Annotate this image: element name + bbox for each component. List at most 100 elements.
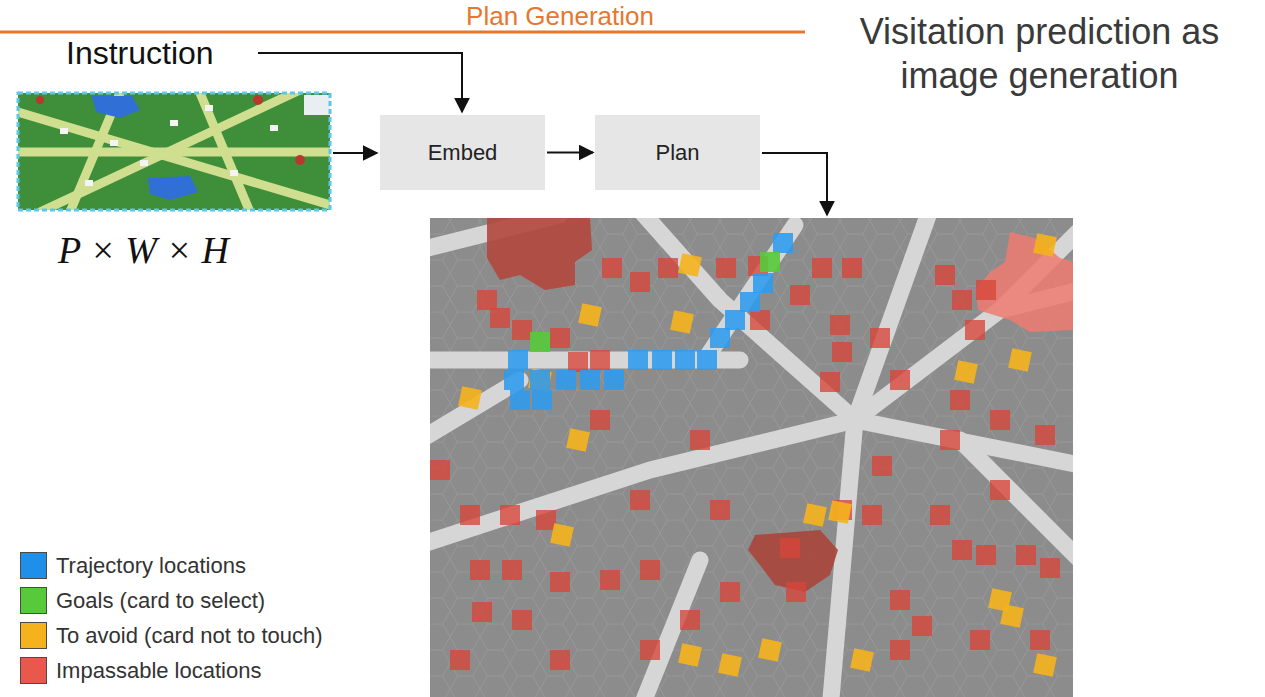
avoid-card bbox=[678, 643, 702, 667]
legend-label: Trajectory locations bbox=[56, 552, 246, 579]
impassable-tile bbox=[720, 582, 740, 602]
impassable-tile bbox=[470, 560, 490, 580]
map-arrow bbox=[333, 152, 377, 154]
impassable-tile bbox=[832, 342, 852, 362]
input-label: Instruction bbox=[66, 34, 214, 72]
impassable-tile bbox=[750, 310, 770, 330]
impassable-tile bbox=[550, 650, 570, 670]
impassable-tile bbox=[536, 510, 556, 530]
legend-label: Impassable locations bbox=[56, 657, 261, 684]
impassable-tile bbox=[790, 285, 810, 305]
trajectory-cell bbox=[604, 370, 624, 390]
impassable-tile bbox=[930, 505, 950, 525]
trajectory-cell bbox=[556, 370, 576, 390]
trajectory-cell bbox=[510, 390, 530, 410]
avoid-card bbox=[803, 503, 827, 527]
avoid-card bbox=[1033, 653, 1057, 677]
impassable-tile bbox=[820, 372, 840, 392]
avoid-card bbox=[458, 233, 1057, 677]
trajectory-cell bbox=[504, 370, 524, 390]
trajectory-cell bbox=[504, 233, 793, 410]
impassable-tile bbox=[472, 602, 492, 622]
avoid-card bbox=[758, 638, 782, 662]
impassable-tile bbox=[512, 610, 532, 630]
impassable-tile bbox=[1040, 558, 1060, 578]
impassable-tile bbox=[490, 308, 510, 328]
legend-swatch bbox=[20, 587, 47, 614]
process-box: Plan bbox=[595, 115, 760, 190]
impassable-tile bbox=[976, 545, 996, 565]
avoid-card bbox=[578, 303, 602, 327]
impassable-tile bbox=[780, 538, 800, 558]
impassable-tile bbox=[630, 272, 650, 292]
impassable-tile bbox=[630, 490, 650, 510]
instruction-arrow bbox=[258, 53, 462, 112]
impassable-tile bbox=[640, 560, 660, 580]
title-rule bbox=[0, 31, 805, 34]
box-label: Embed bbox=[428, 140, 498, 166]
impassable-tile bbox=[600, 570, 620, 590]
avoid-card bbox=[528, 368, 552, 392]
avoid-card bbox=[670, 310, 694, 334]
box-label: Plan bbox=[655, 140, 699, 166]
trajectory-cell bbox=[773, 233, 793, 253]
impassable-tile bbox=[870, 328, 890, 348]
impassable-tile bbox=[935, 265, 955, 285]
goal-card bbox=[530, 332, 550, 352]
trajectory-cell bbox=[753, 273, 773, 293]
impassable-tile bbox=[990, 480, 1010, 500]
impassable-tile bbox=[640, 640, 660, 660]
impassable-tile bbox=[450, 650, 470, 670]
impassable-tile bbox=[872, 456, 892, 476]
avoid-card bbox=[1000, 604, 1024, 628]
impassable-tile bbox=[890, 590, 910, 610]
legend-swatch bbox=[20, 622, 47, 649]
legend-swatch bbox=[20, 552, 47, 579]
avoid-card bbox=[718, 653, 742, 677]
impassable-tile bbox=[690, 430, 710, 450]
trajectory-cell bbox=[532, 390, 552, 410]
legend-label: Goals (card to select) bbox=[56, 587, 265, 614]
impassable-tile bbox=[710, 500, 730, 520]
impassable-tile bbox=[890, 640, 910, 660]
avoid-card bbox=[1033, 233, 1057, 257]
trajectory-cell bbox=[740, 292, 760, 312]
impassable-tile bbox=[1030, 630, 1050, 650]
visitation-map bbox=[430, 218, 1073, 697]
legend-label: To avoid (card not to touch) bbox=[56, 622, 323, 649]
impassable-tile bbox=[890, 370, 910, 390]
avoid-card bbox=[954, 360, 978, 384]
impassable-tile bbox=[430, 460, 450, 480]
avoid-card bbox=[566, 428, 590, 452]
avoid-card bbox=[1008, 348, 1032, 372]
avoid-card bbox=[458, 386, 482, 410]
impassable-tile bbox=[830, 315, 850, 335]
impassable-tile bbox=[568, 352, 588, 372]
avoid-card bbox=[678, 253, 702, 277]
trajectory-cell bbox=[697, 350, 717, 370]
avoid-card bbox=[550, 523, 574, 547]
impassable-tile bbox=[952, 540, 972, 560]
impassable-tile bbox=[940, 430, 960, 450]
heading: Visitation prediction as image generatio… bbox=[816, 10, 1263, 98]
impassable-tile bbox=[950, 390, 970, 410]
impassable-tile bbox=[512, 320, 532, 340]
impassable-tile bbox=[970, 630, 990, 650]
trajectory-cell bbox=[530, 370, 550, 390]
impassable-tile bbox=[430, 256, 1060, 670]
dimension-label: P × W × H bbox=[58, 228, 229, 272]
goal-card bbox=[530, 252, 780, 352]
impassable-tile bbox=[842, 258, 862, 278]
impassable-tile bbox=[680, 610, 700, 630]
trajectory-cell bbox=[580, 370, 600, 390]
impassable-tile bbox=[602, 258, 622, 278]
impassable-tile bbox=[965, 320, 985, 340]
trajectory-cell bbox=[675, 350, 695, 370]
impassable-tile bbox=[502, 560, 522, 580]
slide-title: Plan Generation bbox=[400, 1, 720, 31]
avoid-card bbox=[850, 648, 874, 672]
flow-arrow bbox=[547, 152, 593, 154]
impassable-tile bbox=[812, 258, 832, 278]
trajectory-cell bbox=[508, 350, 528, 370]
